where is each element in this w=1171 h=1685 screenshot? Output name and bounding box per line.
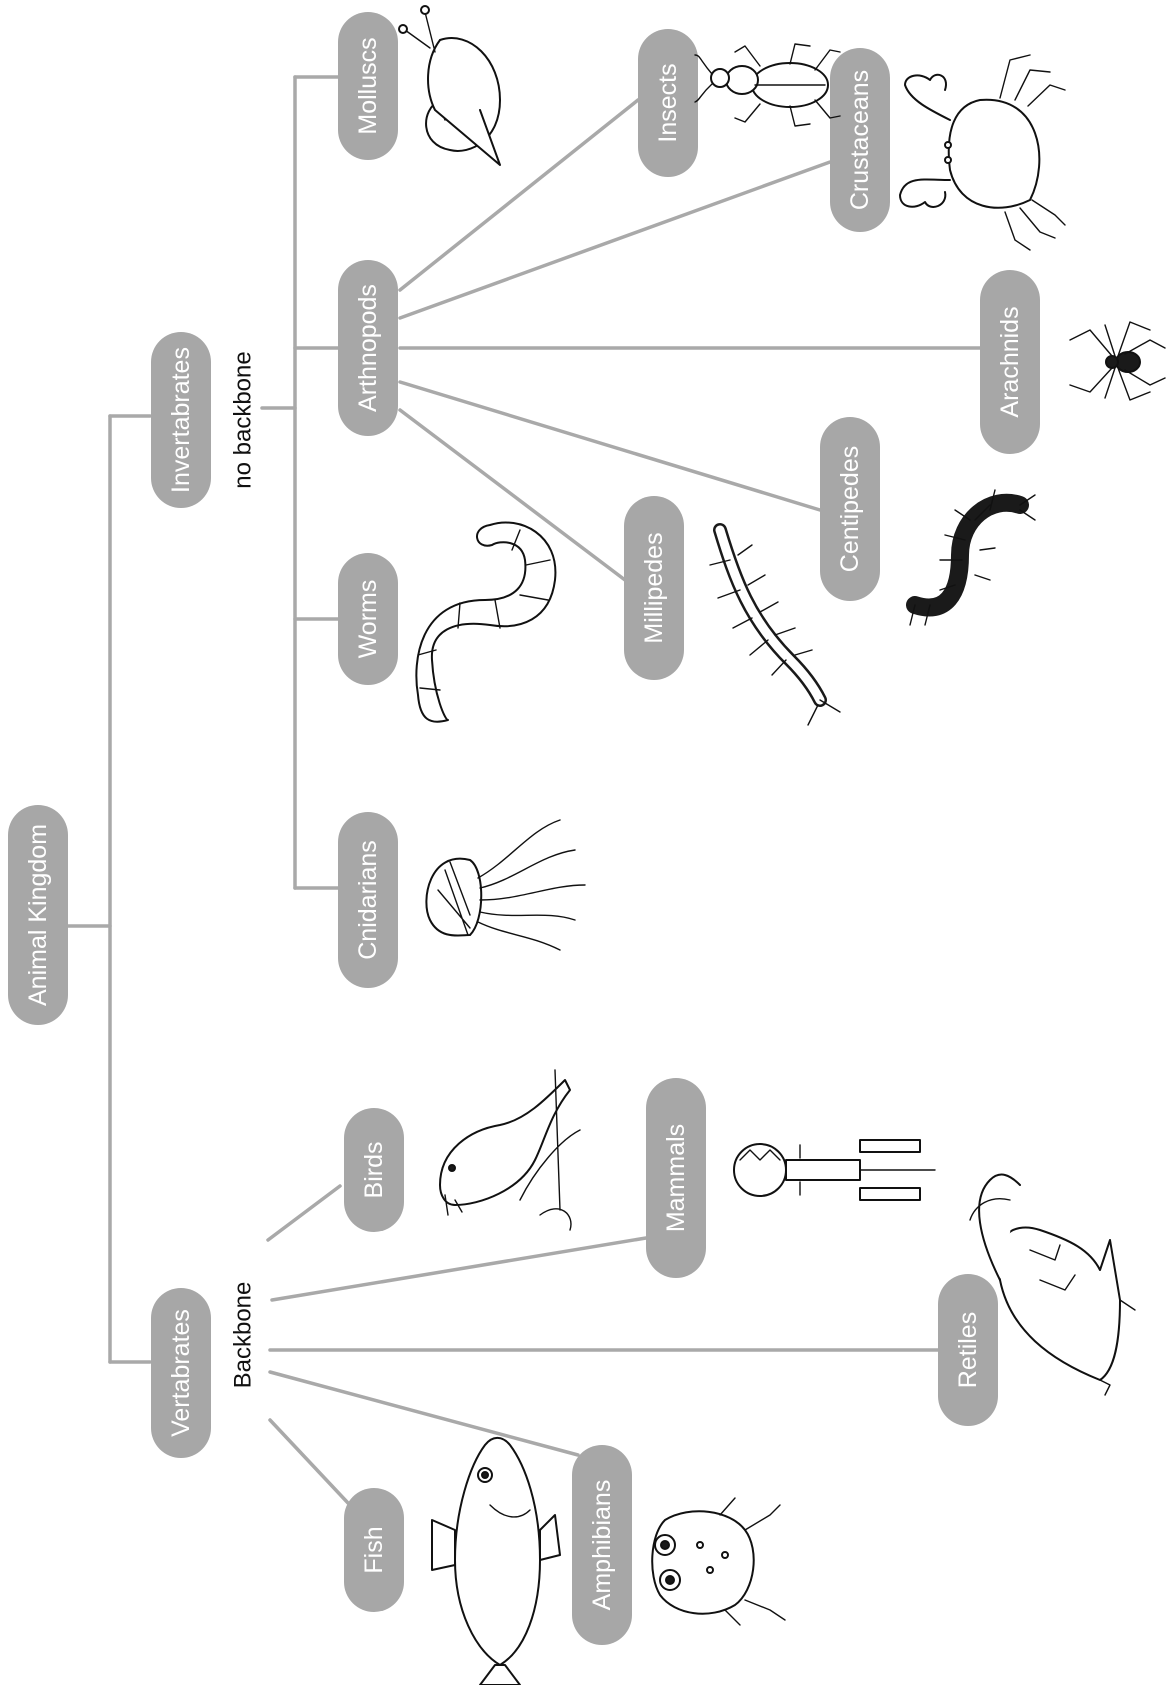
centipedes-node: Centipedes bbox=[820, 417, 880, 601]
vertebrates-node: Vertabrates bbox=[151, 1288, 211, 1458]
retiles-node: Retiles bbox=[938, 1274, 998, 1426]
crab-illustration bbox=[899, 54, 1066, 251]
frog-illustration bbox=[651, 1497, 786, 1626]
snail-illustration bbox=[398, 5, 501, 166]
centipedes-label: Centipedes bbox=[836, 446, 864, 572]
retiles-label: Retiles bbox=[954, 1312, 982, 1388]
cnidarians-label: Cnidarians bbox=[354, 840, 382, 960]
crustaceans-node: Crustaceans bbox=[830, 48, 890, 232]
crocodile-illustration bbox=[969, 1173, 1136, 1396]
molluscs-label: Molluscs bbox=[354, 37, 382, 134]
crustaceans-label: Crustaceans bbox=[846, 70, 874, 210]
molluscs-node: Molluscs bbox=[338, 12, 398, 160]
root-node: Animal Kingdom bbox=[8, 805, 68, 1025]
beetle-illustration bbox=[694, 43, 841, 127]
insects-label: Insects bbox=[654, 63, 682, 142]
millipedes-node: Millipedes bbox=[624, 496, 684, 680]
birds-node: Birds bbox=[344, 1108, 404, 1232]
jellyfish-illustration bbox=[425, 819, 586, 951]
person-illustration bbox=[733, 1139, 936, 1201]
worms-label: Worms bbox=[354, 580, 382, 659]
mammals-node: Mammals bbox=[646, 1078, 706, 1278]
fish-label: Fish bbox=[360, 1526, 388, 1573]
millipede-illustration bbox=[709, 523, 841, 726]
insects-node: Insects bbox=[638, 29, 698, 177]
connectors bbox=[66, 75, 982, 1505]
spider-illustration bbox=[1069, 321, 1166, 401]
invertebrates-node: Invertabrates bbox=[151, 332, 211, 508]
arthnopods-label: Arthnopods bbox=[354, 284, 382, 412]
arachnids-node: Arachnids bbox=[980, 270, 1040, 454]
amphibians-node: Amphibians bbox=[572, 1445, 632, 1645]
root-label: Animal Kingdom bbox=[24, 824, 52, 1006]
vertebrates-label: Vertabrates bbox=[167, 1309, 195, 1437]
worms-node: Worms bbox=[338, 553, 398, 685]
worm-illustration bbox=[415, 521, 557, 723]
arthnopods-node: Arthnopods bbox=[338, 260, 398, 436]
birds-label: Birds bbox=[360, 1142, 388, 1199]
arachnids-label: Arachnids bbox=[996, 306, 1024, 417]
amphibians-label: Amphibians bbox=[588, 1480, 616, 1611]
centipede-illustration bbox=[906, 489, 1036, 626]
no-backbone-note: no backbone bbox=[230, 351, 257, 488]
bird-illustration bbox=[439, 1069, 581, 1231]
backbone-note: Backbone bbox=[230, 1282, 257, 1389]
mammals-label: Mammals bbox=[662, 1124, 690, 1232]
fish-illustration bbox=[431, 1436, 561, 1685]
cnidarians-node: Cnidarians bbox=[338, 812, 398, 988]
millipedes-label: Millipedes bbox=[640, 532, 668, 643]
fish-node: Fish bbox=[344, 1488, 404, 1612]
invertebrates-label: Invertabrates bbox=[167, 347, 195, 493]
